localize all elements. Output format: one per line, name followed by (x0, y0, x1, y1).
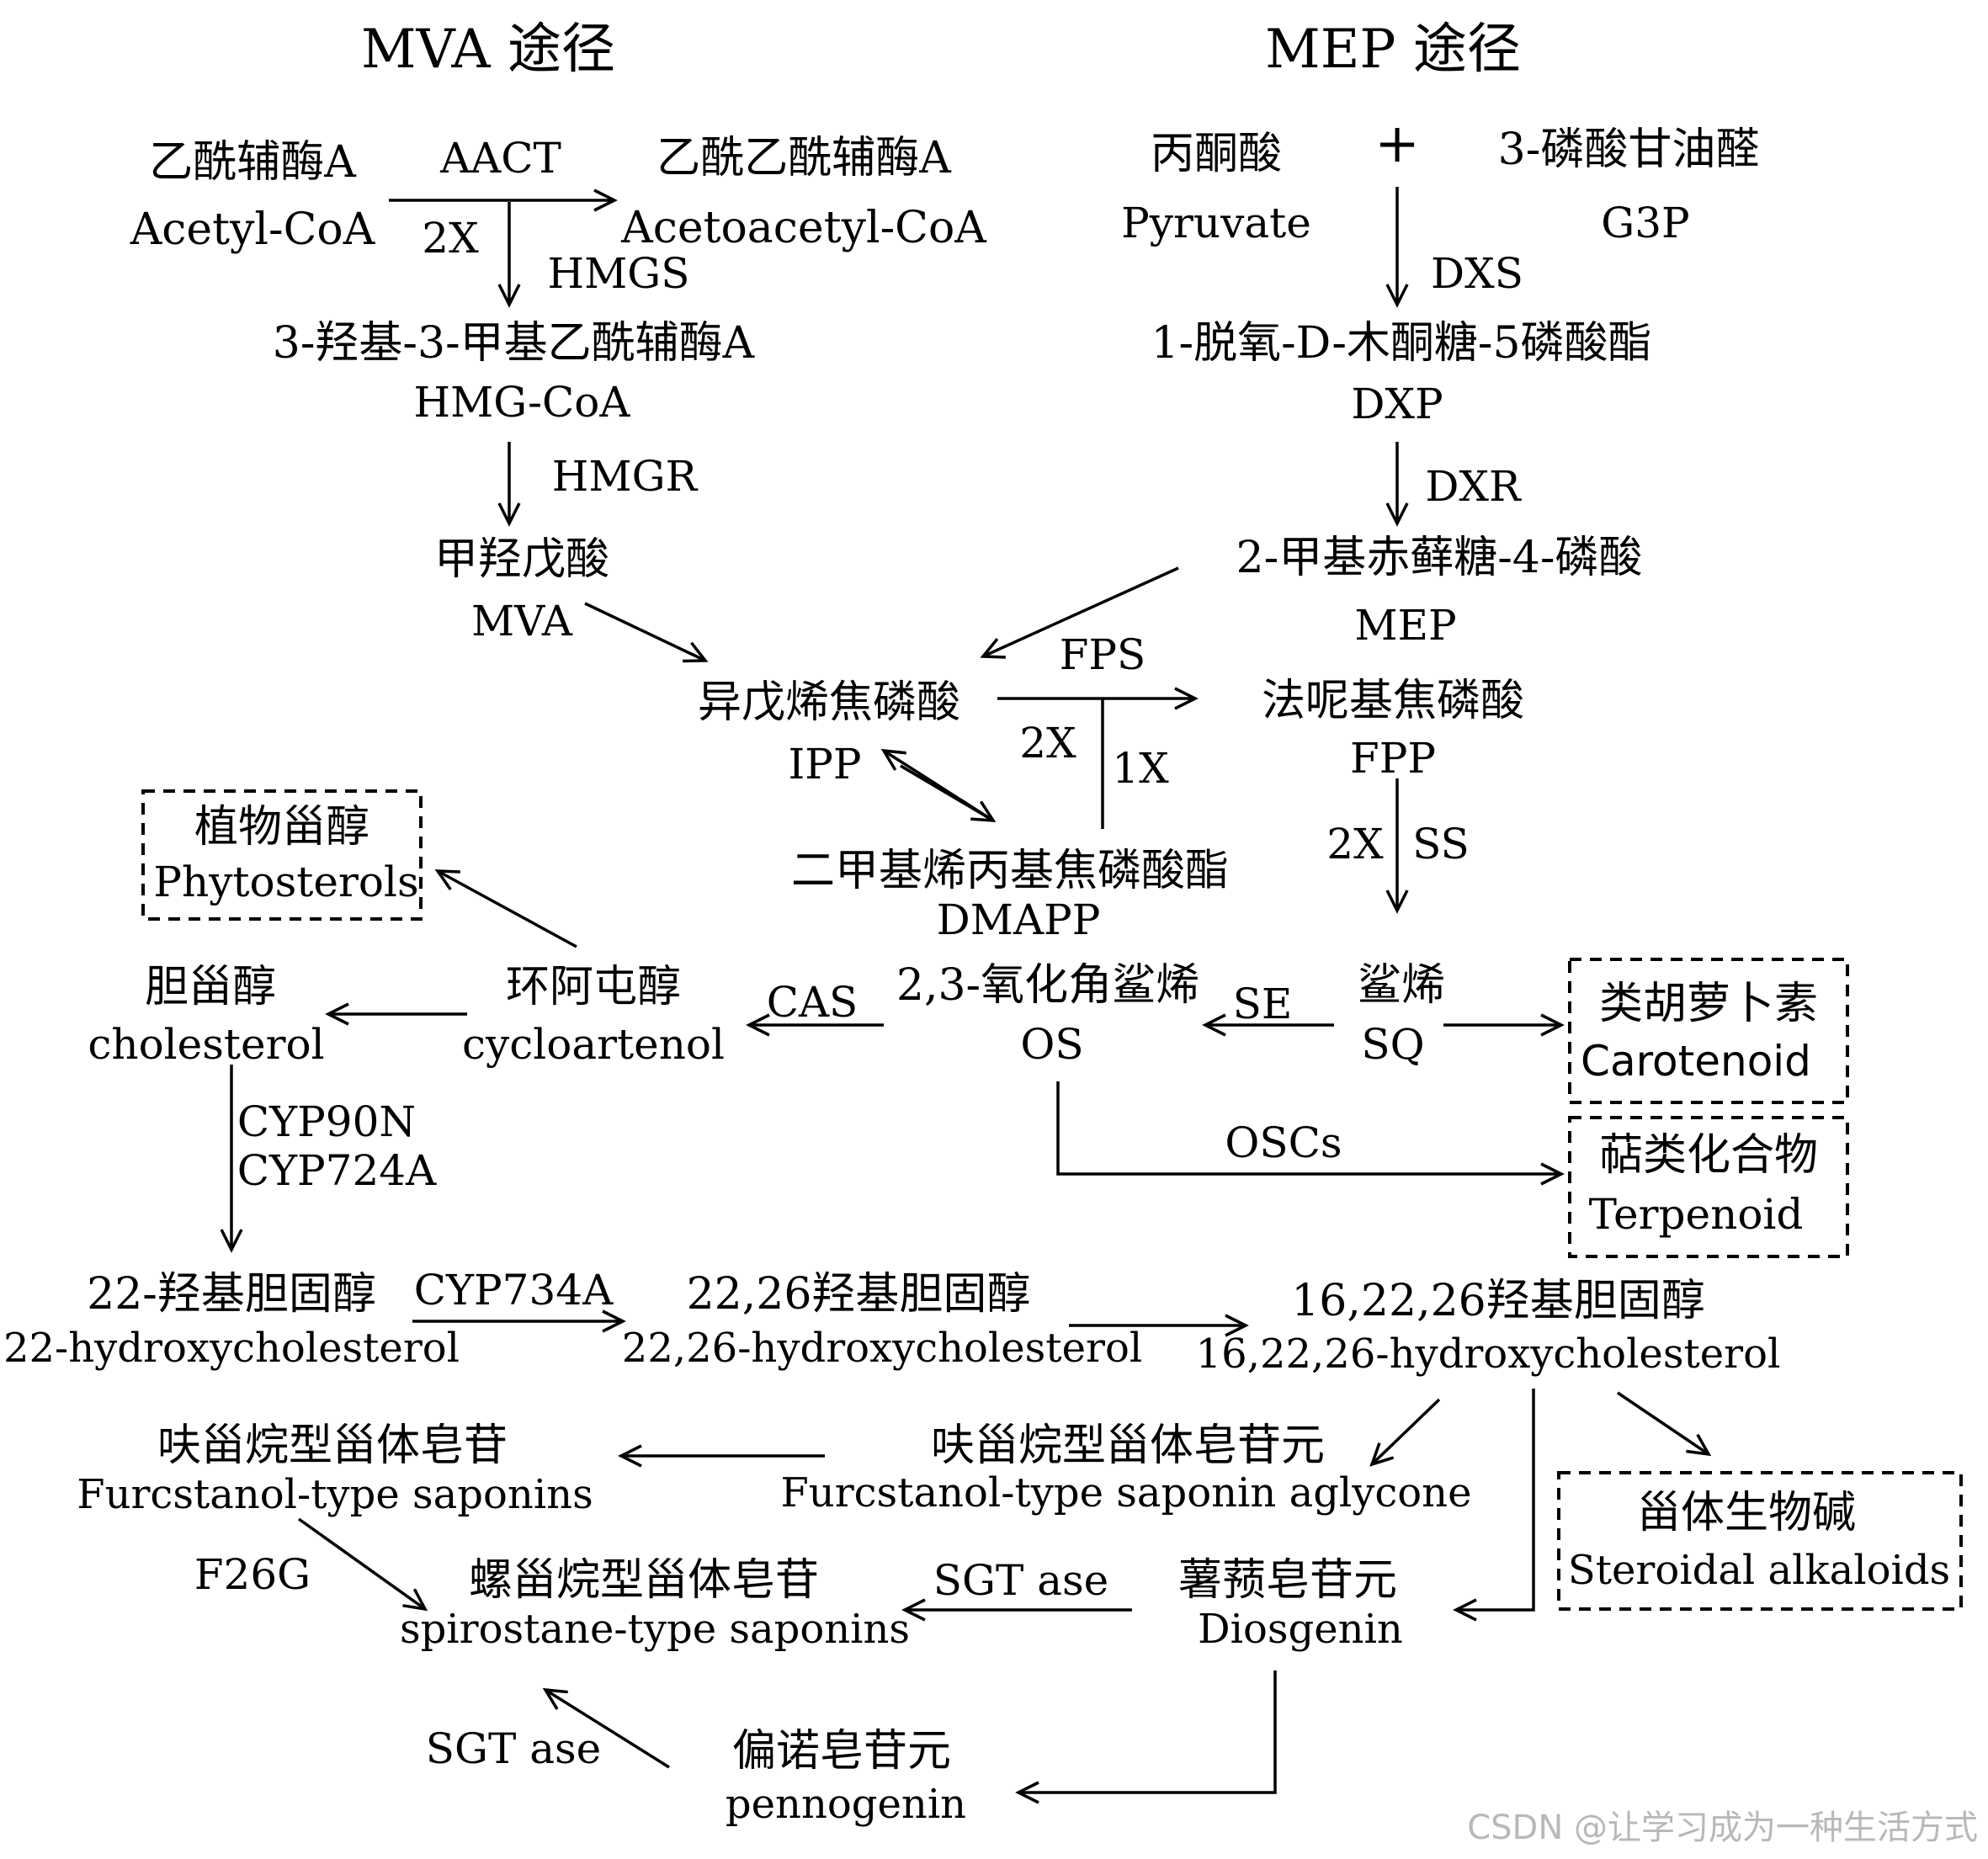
arrow-cycloartenol-to-phytosterols (434, 869, 577, 948)
diosgenin-cn: 薯蓣皂苷元 (1178, 1555, 1397, 1606)
carotenoid-cn: 类胡萝卜素 (1599, 979, 1818, 1029)
arrow-os-to-terpenoid (1056, 1081, 1565, 1186)
enzyme-se: SE (1233, 980, 1293, 1028)
mep-cn: 2-甲基赤藓糖-4-磷酸 (1236, 533, 1643, 583)
enzyme-cas: CAS (767, 978, 858, 1027)
steroidal-alkaloids-cn: 甾体生物碱 (1637, 1488, 1856, 1538)
multiplier-2x-fps: 2X (1019, 719, 1076, 768)
hmg-coa-en: HMG-CoA (413, 378, 630, 427)
enzyme-dxr: DXR (1425, 462, 1522, 511)
enzyme-cyp90n: CYP90N (237, 1097, 416, 1146)
dxp-en: DXP (1351, 380, 1443, 428)
fpp-cn: 法呢基焦磷酸 (1262, 676, 1524, 726)
hydroxy22-en: 22-hydroxycholesterol (3, 1325, 460, 1372)
arrow-pennogenin-to-spirostane (542, 1687, 670, 1769)
enzyme-f26g: F26G (194, 1550, 311, 1599)
dmapp-en: DMAPP (937, 895, 1101, 944)
hmg-coa-cn: 3-羟基-3-甲基乙酰辅酶A (273, 318, 756, 369)
cholesterol-en: cholesterol (88, 1020, 324, 1069)
dxp-cn: 1-脱氧-D-木酮糖-5磷酸酯 (1151, 318, 1651, 369)
multiplier-2x-ss: 2X (1326, 820, 1384, 868)
g3p-en: G3P (1601, 199, 1689, 247)
dmapp-cn: 二甲基烯丙基焦磷酸酯 (791, 846, 1229, 896)
enzyme-aact: AACT (439, 134, 561, 183)
enzyme-dxs: DXS (1431, 249, 1523, 298)
furc-aglycone-en: Furcstanol-type saponin aglycone (781, 1469, 1472, 1516)
watermark-text: CSDN @让学习成为一种生活方式 (1467, 1809, 1978, 1847)
ipp-cn: 异戊烯焦磷酸 (698, 677, 960, 728)
arrow-dmapp-to-ipp (880, 748, 994, 822)
pyruvate-cn: 丙酮酸 (1151, 129, 1282, 179)
terpenoid-cn: 萜类化合物 (1599, 1130, 1818, 1181)
steroidal-alkaloids-en: Steroidal alkaloids (1568, 1547, 1950, 1594)
phytosterols-box (141, 789, 423, 921)
diosgenin-en: Diosgenin (1198, 1606, 1403, 1653)
phytosterols-en: Phytosterols (153, 858, 418, 906)
enzyme-cyp724a: CYP724A (237, 1146, 437, 1195)
cycloartenol-en: cycloartenol (462, 1020, 725, 1069)
acetyl-coa-en: Acetyl-CoA (130, 204, 376, 255)
pennogenin-en: pennogenin (726, 1781, 966, 1828)
enzyme-cyp734a: CYP734A (414, 1266, 614, 1315)
acetyl-coa-cn: 乙酰辅酶A (149, 137, 357, 188)
hydroxy162226-en: 16,22,26-hydroxycholesterol (1196, 1331, 1781, 1378)
sq-en: SQ (1361, 1020, 1424, 1069)
hydroxy22-cn: 22-羟基胆固醇 (87, 1269, 376, 1320)
furc-aglycone-cn: 呋甾烷型甾体皂苷元 (931, 1421, 1325, 1471)
cholesterol-cn: 胆甾醇 (145, 962, 276, 1012)
fpp-en: FPP (1350, 734, 1436, 783)
terpenoid-en: Terpenoid (1589, 1190, 1804, 1239)
pyruvate-en: Pyruvate (1121, 199, 1311, 247)
furc-saponins-cn: 呋甾烷型甾体皂苷 (157, 1421, 508, 1471)
phytosterols-cn: 植物甾醇 (194, 802, 369, 852)
enzyme-sgtase-1: SGT ase (933, 1556, 1109, 1605)
multiplier-2x-aact: 2X (422, 214, 479, 263)
mep-en: MEP (1354, 601, 1456, 650)
arrow-diosgenin-to-pennogenin (1015, 1670, 1277, 1804)
enzyme-hmgr: HMGR (552, 452, 699, 501)
steroidal-alkaloids-box (1557, 1471, 1963, 1611)
enzyme-ss: SS (1412, 820, 1470, 868)
hydroxy2226-cn: 22,26羟基胆固醇 (687, 1269, 1031, 1320)
enzyme-sgtase-2: SGT ase (426, 1724, 602, 1773)
acetoacetyl-coa-cn: 乙酰乙酰辅酶A (656, 133, 952, 183)
furc-saponins-en: Furcstanol-type saponins (77, 1471, 593, 1518)
arrow-to-furc-aglycone (1369, 1398, 1441, 1467)
sq-cn: 鲨烯 (1358, 960, 1445, 1011)
mva-pathway-title: MVA 途径 (361, 19, 615, 81)
multiplier-1x-fps: 1X (1112, 744, 1169, 793)
arrow-to-diosgenin (1453, 1389, 1535, 1622)
enzyme-oscs: OSCs (1225, 1118, 1342, 1167)
ipp-en: IPP (788, 740, 861, 789)
hydroxy162226-cn: 16,22,26羟基胆固醇 (1291, 1276, 1705, 1326)
pennogenin-cn: 偏诺皂苷元 (732, 1726, 951, 1777)
acetoacetyl-coa-en: Acetoacetyl-CoA (620, 203, 987, 253)
enzyme-hmgs: HMGS (548, 249, 690, 298)
arrow-furc-to-spirostane (297, 1517, 428, 1612)
os-en: OS (1020, 1020, 1083, 1069)
mva-cn: 甲羟戊酸 (434, 534, 609, 585)
mva-en: MVA (471, 597, 573, 645)
plus-sign: + (1374, 113, 1420, 175)
cycloartenol-cn: 环阿屯醇 (506, 962, 681, 1012)
carotenoid-box (1568, 958, 1849, 1104)
spirostane-en: spirostane-type saponins (400, 1606, 910, 1653)
terpenoid-box (1568, 1116, 1849, 1258)
enzyme-fps: FPS (1060, 630, 1146, 679)
os-cn: 2,3-氧化角鲨烯 (896, 960, 1199, 1011)
hydroxy2226-en: 22,26-hydroxycholesterol (622, 1325, 1142, 1372)
carotenoid-en: Carotenoid (1581, 1037, 1811, 1086)
arrow-to-steroidal-alkaloids (1617, 1391, 1712, 1457)
mep-pathway-title: MEP 途径 (1265, 19, 1521, 81)
arrow-mep-to-ipp (980, 566, 1179, 659)
g3p-cn: 3-磷酸甘油醛 (1498, 125, 1760, 175)
spirostane-cn: 螺甾烷型甾体皂苷 (469, 1555, 819, 1606)
arrow-mva-to-ipp (584, 602, 709, 663)
